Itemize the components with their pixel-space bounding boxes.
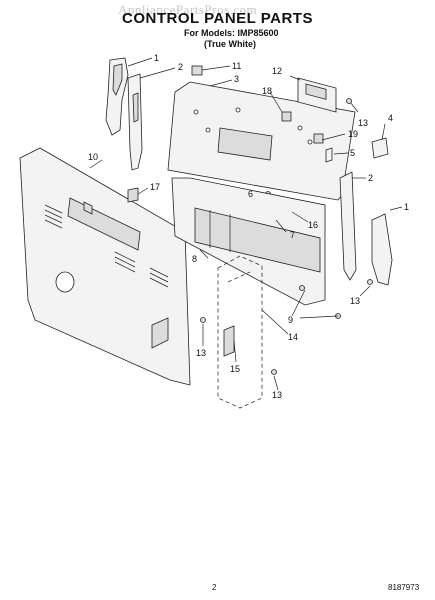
part-3-control-panel bbox=[167, 81, 356, 201]
callout-13-left: 13 bbox=[196, 348, 206, 358]
watermark-text: AppliancePartsPros.com bbox=[118, 2, 258, 17]
part-5-clip bbox=[325, 147, 333, 163]
page-number: 2 bbox=[212, 583, 217, 592]
part-15-bracket bbox=[223, 325, 235, 357]
callout-14: 14 bbox=[288, 332, 298, 342]
part-2-right-bracket bbox=[339, 171, 357, 281]
callout-4: 4 bbox=[388, 113, 393, 123]
part-13-screw-bottom bbox=[271, 369, 277, 375]
callout-1-top-left: 1 bbox=[154, 53, 159, 63]
callout-2-top: 2 bbox=[178, 62, 183, 72]
callout-leaders bbox=[89, 57, 403, 391]
part-13-screw-right bbox=[367, 279, 373, 285]
part-1-left-endcap bbox=[105, 57, 129, 136]
callout-19: 19 bbox=[348, 129, 358, 139]
part-4-bracket bbox=[371, 137, 389, 159]
callout-13-top: 13 bbox=[358, 118, 368, 128]
part-18-switch bbox=[281, 111, 292, 122]
part-17-clip bbox=[127, 187, 139, 203]
callout-7: 7 bbox=[290, 230, 295, 240]
callout-11: 11 bbox=[232, 61, 241, 71]
callout-1-right: 1 bbox=[404, 202, 409, 212]
document-number: 8187973 bbox=[388, 583, 420, 592]
callout-2-right: 2 bbox=[368, 173, 373, 183]
part-10-rear-panel bbox=[19, 147, 191, 386]
part-1-right-endcap bbox=[371, 213, 393, 286]
callout-10: 10 bbox=[88, 152, 98, 162]
part-12-electronic-control bbox=[297, 77, 337, 113]
part-11-clip bbox=[191, 65, 203, 76]
part-9-screw-a bbox=[299, 285, 305, 291]
callout-8: 8 bbox=[192, 254, 197, 264]
callout-15: 15 bbox=[230, 364, 240, 374]
part-2-left-bracket bbox=[127, 73, 143, 171]
part-13-screw-top bbox=[346, 98, 359, 113]
callout-labels: 1 2 11 3 12 18 13 4 19 5 10 17 6 2 1 16 … bbox=[88, 53, 409, 400]
callout-18: 18 bbox=[262, 86, 272, 96]
callout-16: 16 bbox=[308, 220, 318, 230]
diagram-title: CONTROL PANEL PARTS bbox=[122, 10, 313, 27]
callout-17: 17 bbox=[150, 182, 160, 192]
part-13-screw-left bbox=[200, 317, 206, 323]
callout-5: 5 bbox=[350, 148, 355, 158]
callout-13-bottom: 13 bbox=[272, 390, 282, 400]
part-8-console-frame bbox=[171, 177, 326, 306]
callout-9: 9 bbox=[288, 315, 293, 325]
callout-12: 12 bbox=[272, 66, 282, 76]
callout-13-right: 13 bbox=[350, 296, 360, 306]
callout-6: 6 bbox=[248, 189, 253, 199]
color-line: (True White) bbox=[204, 39, 256, 49]
part-19-sensor bbox=[313, 133, 324, 144]
callout-3: 3 bbox=[234, 74, 239, 84]
models-line: For Models: IMP85600 bbox=[184, 28, 279, 38]
